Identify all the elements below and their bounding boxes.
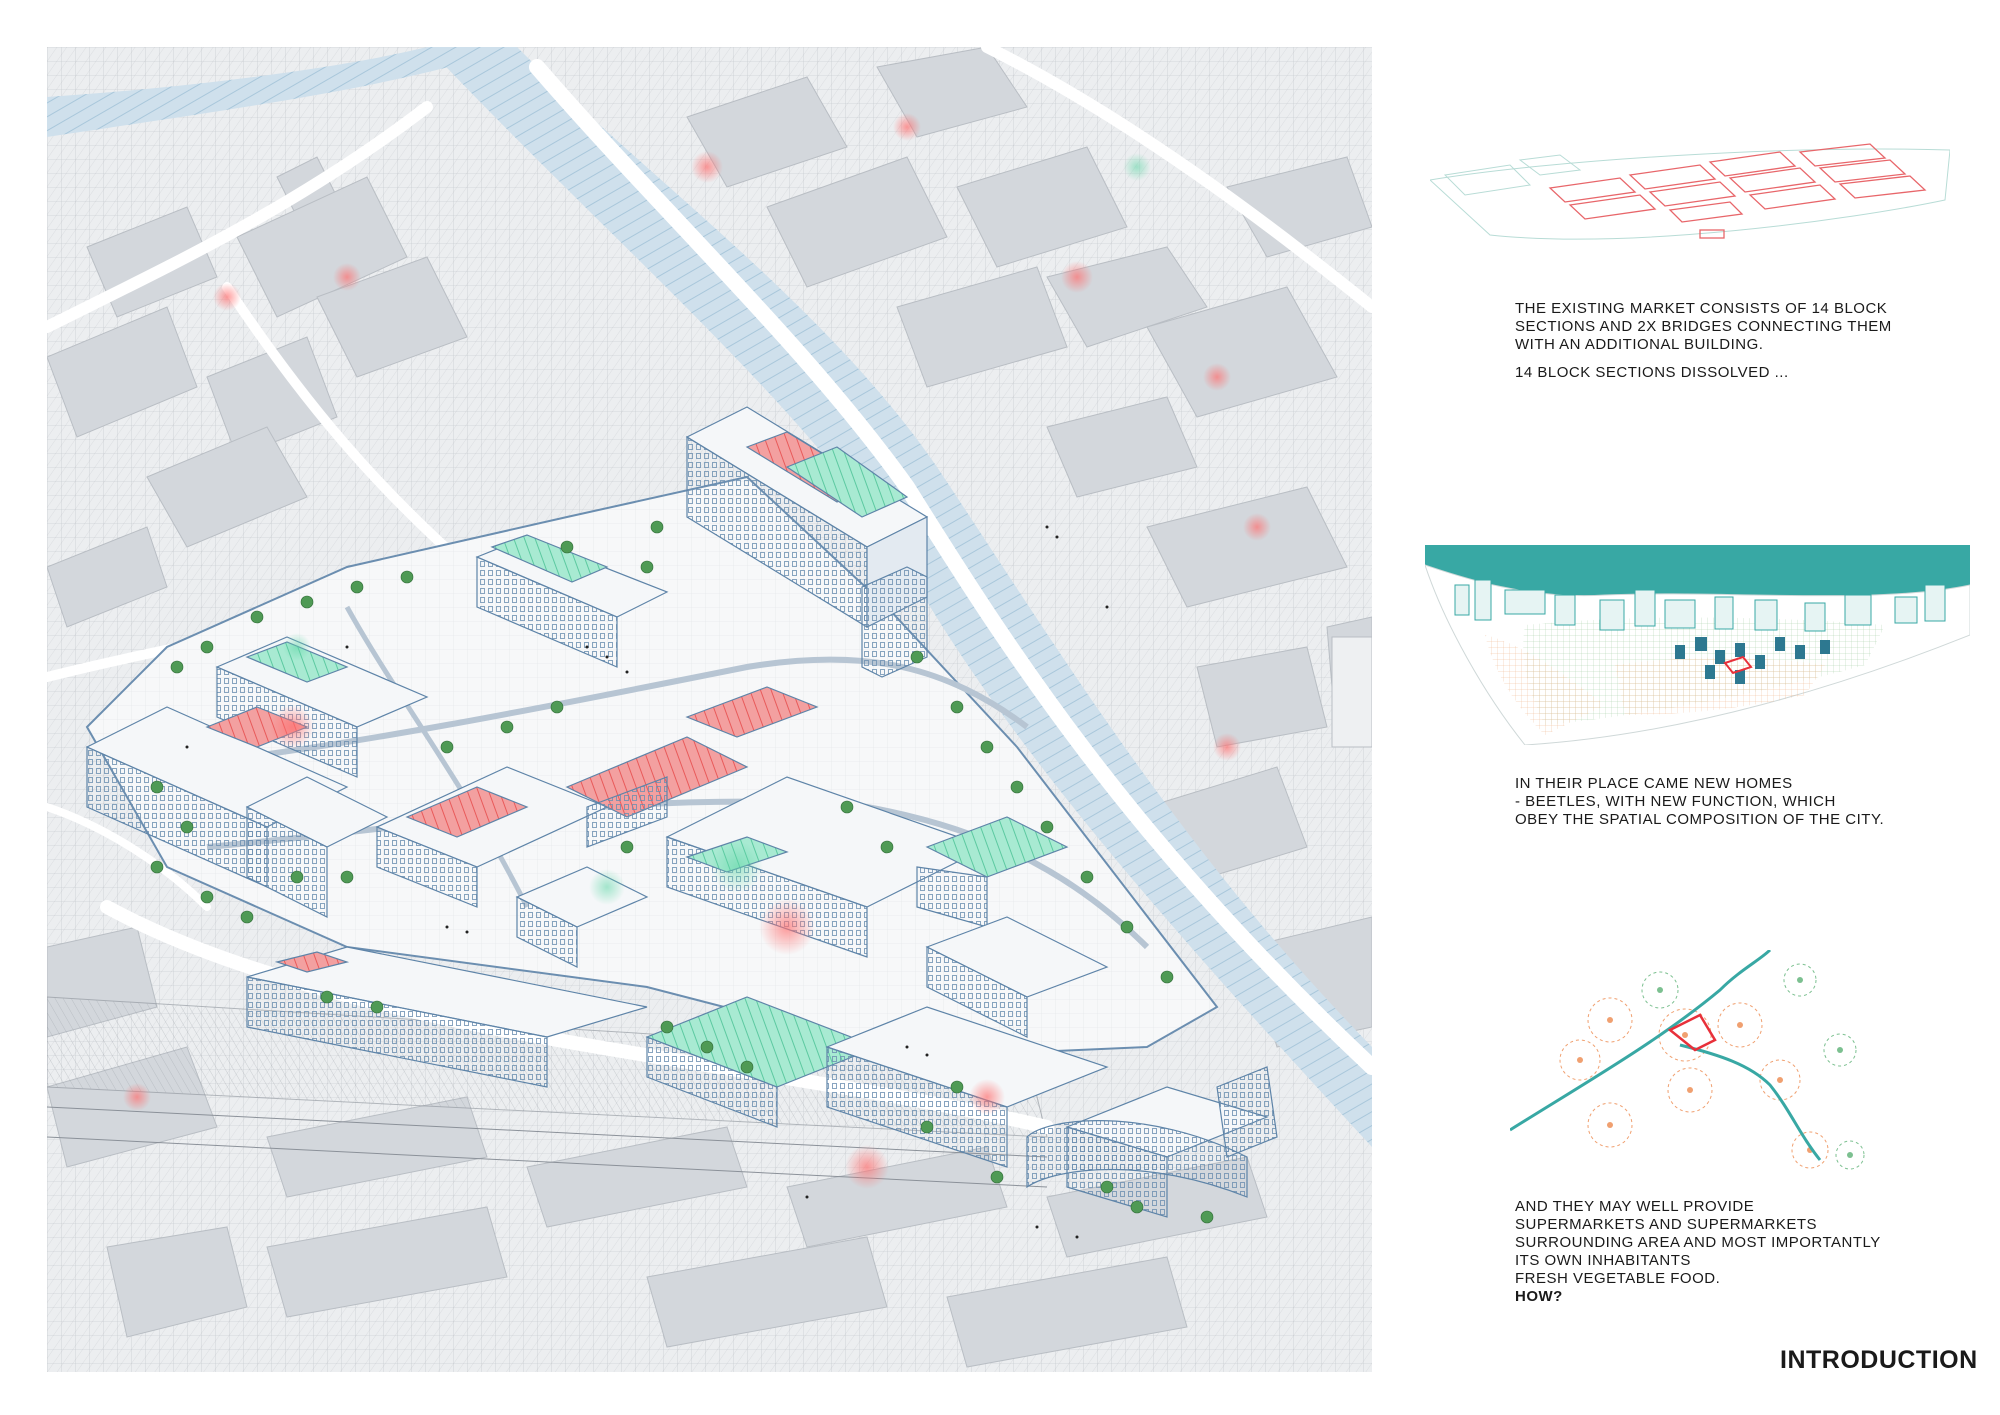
people-dots xyxy=(185,525,1109,1239)
caption-how-question: HOW? xyxy=(1515,1288,1563,1305)
highlight-glows xyxy=(123,113,1271,1189)
caption-existing-market: THE EXISTING MARKET CONSISTS OF 14 BLOCK… xyxy=(1515,300,1985,392)
axonometric-site-map xyxy=(47,47,1372,1372)
caption-new-homes: IN THEIR PLACE CAME NEW HOMES - BEETLES,… xyxy=(1515,775,1985,839)
new-buildings xyxy=(85,406,1278,1218)
trees xyxy=(150,520,1214,1224)
caption-dissolved-text: 14 BLOCK SECTIONS DISSOLVED ... xyxy=(1515,364,1789,381)
caption-new-homes-text: IN THEIR PLACE CAME NEW HOMES - BEETLES,… xyxy=(1515,775,1885,828)
caption-provide-food-text: AND THEY MAY WELL PROVIDE SUPERMARKETS A… xyxy=(1515,1198,1881,1287)
caption-existing-market-text: THE EXISTING MARKET CONSISTS OF 14 BLOCK… xyxy=(1515,300,1892,353)
city-context-diagram xyxy=(1425,545,1970,745)
catchment-diagram xyxy=(1510,950,1865,1170)
caption-provide-food: AND THEY MAY WELL PROVIDE SUPERMARKETS A… xyxy=(1515,1198,1985,1316)
page-title: INTRODUCTION xyxy=(1780,1346,1978,1374)
river-band xyxy=(47,47,1372,1147)
tower-block xyxy=(1331,636,1372,748)
existing-market-diagram xyxy=(1430,143,1950,240)
river-shape xyxy=(1425,545,1970,596)
